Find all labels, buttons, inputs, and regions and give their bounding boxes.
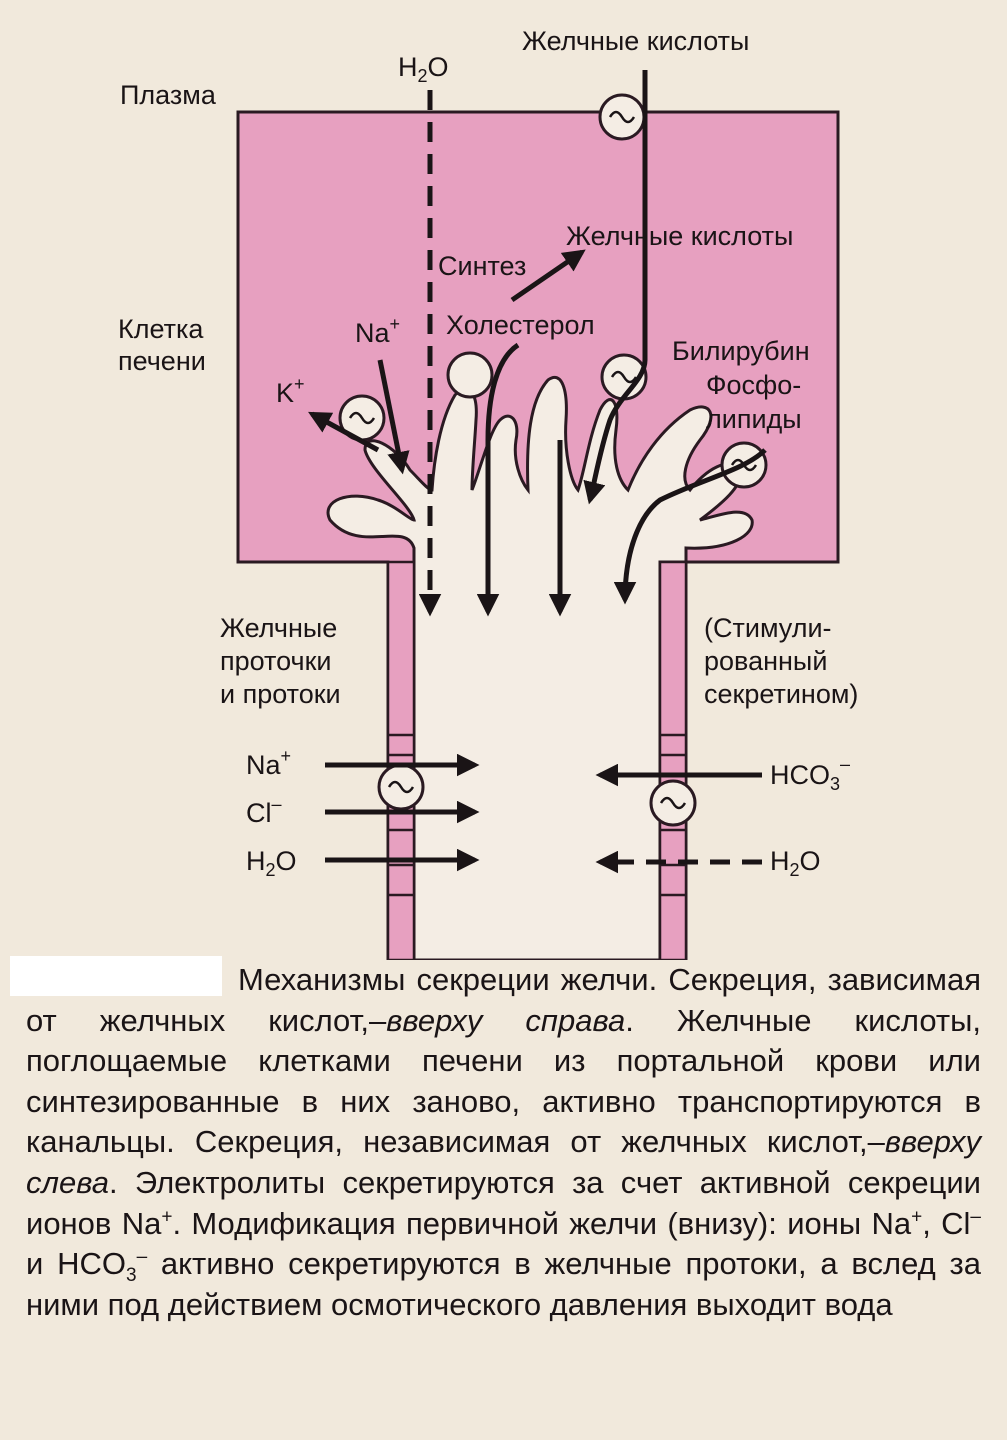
na-arrow [377,359,410,475]
label-h2o-top: H2O [398,52,449,86]
label-stim-2: рованный [704,646,827,676]
label-phospho-2: липиды [706,404,802,434]
label-bile-acids-mid: Желчные кислоты [566,221,793,251]
canal-arrow-2 [613,448,767,605]
label-h2o-bottom-right: H2O [770,846,821,880]
label-stim-1: (Стимули- [704,613,832,643]
cholesterol-arrow [476,342,520,617]
synthesis-arrow [510,249,586,303]
label-bile-acids-top: Желчные кислоты [522,26,749,56]
label-plasma: Плазма [120,80,217,110]
flow-arrows [308,70,767,874]
label-liver-cell-1: Клетка [118,314,204,344]
label-cl-bottom: Cl– [246,794,282,828]
label-na-plus: Na+ [355,314,400,348]
label-stim-3: секретином) [704,679,858,709]
k-arrow [308,411,380,453]
label-ducts-1: Желчные [220,613,337,643]
caption-redaction-box [10,956,222,996]
label-cholesterol: Холестерол [446,310,595,340]
label-synthesis: Синтез [438,251,526,281]
pump-cholesterol [446,351,494,399]
label-liver-cell-2: печени [118,346,206,376]
label-na-bottom: Na+ [246,746,291,780]
label-h2o-bottom-left: H2O [246,846,297,880]
bile-acid-path [583,70,648,505]
bile-secretion-diagram: Плазма H2O Желчные кислоты Желчные кисло… [118,26,858,960]
label-k-plus: K+ [276,374,305,408]
label-ducts-2: проточки [220,646,332,676]
figure-caption: Механизмы секреции желчи. Секреция, зави… [26,960,981,1325]
label-phospho-1: Фосфо- [706,370,801,400]
label-ducts-3: и протоки [220,679,341,709]
label-hco3: HCO3– [770,754,850,794]
caption-paragraph: Механизмы секреции желчи. Секреция, зави… [26,962,981,1322]
label-bilirubin: Билирубин [672,336,810,366]
